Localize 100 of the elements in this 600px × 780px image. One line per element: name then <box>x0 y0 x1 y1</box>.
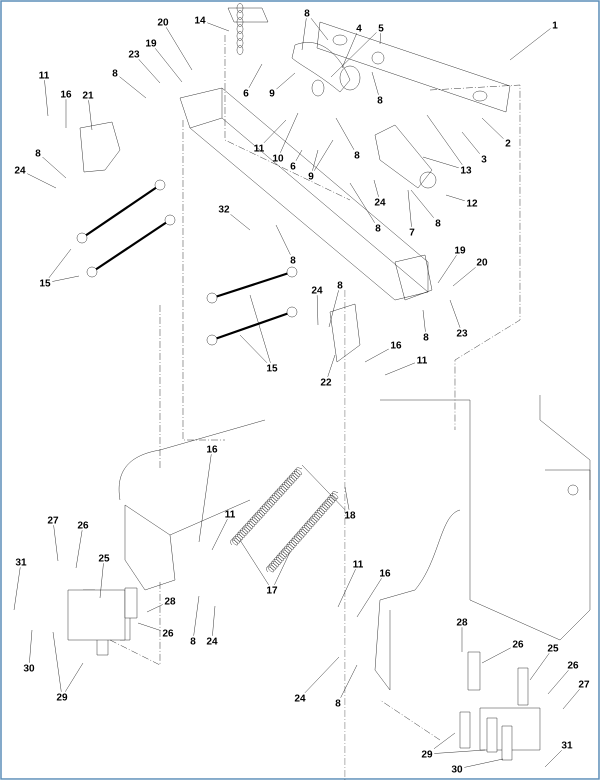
leader-line <box>562 689 580 710</box>
callout-number: 22 <box>320 378 332 386</box>
callout-number: 20 <box>158 18 168 26</box>
leader-line <box>544 750 562 768</box>
leader-line <box>548 670 569 694</box>
callout-number: 2 <box>506 140 510 146</box>
leader-line <box>350 182 375 223</box>
leader-line <box>510 28 551 60</box>
callout-number: 8 <box>336 699 340 707</box>
callout-number: 31 <box>562 741 572 749</box>
callout-number: 16 <box>61 90 72 98</box>
leader-line <box>482 648 511 664</box>
leader-line <box>530 653 550 680</box>
callout-number: 8 <box>36 149 40 157</box>
leader-line <box>274 552 290 586</box>
leader-line <box>100 563 104 598</box>
leader-line <box>384 362 416 376</box>
callout-number: 16 <box>207 445 218 453</box>
leader-line <box>408 190 412 228</box>
leader-line <box>52 276 80 282</box>
callout-number: 29 <box>422 750 432 758</box>
callout-number: 5 <box>378 24 384 32</box>
callout-number: 3 <box>481 155 486 163</box>
callout-number: 13 <box>461 166 472 174</box>
callout-number: 28 <box>164 597 176 605</box>
leader-line <box>53 525 58 562</box>
callout-number: 24 <box>294 694 306 702</box>
leader-line <box>212 606 216 636</box>
leader-line <box>154 48 182 82</box>
leader-line <box>336 118 354 150</box>
leader-line <box>14 567 20 610</box>
callout-number: 11 <box>254 144 264 152</box>
callout-number: 8 <box>338 281 342 289</box>
leader-line <box>119 76 146 98</box>
callout-number: 27 <box>48 516 58 524</box>
callout-number: 8 <box>436 219 440 227</box>
callout-number: 8 <box>290 256 296 264</box>
leader-line <box>328 290 339 328</box>
callout-number: 8 <box>424 333 428 341</box>
leader-line <box>452 267 476 286</box>
callout-number: 27 <box>578 680 590 688</box>
leader-line <box>276 72 296 90</box>
callout-number: 8 <box>190 637 196 645</box>
leader-line <box>464 758 504 768</box>
callout-number: 24 <box>312 286 322 294</box>
callout-number: 25 <box>548 644 558 652</box>
callout-number: 11 <box>225 510 235 518</box>
leader-line <box>138 59 160 84</box>
callout-number: 14 <box>195 16 206 24</box>
leader-line <box>240 334 268 364</box>
leader-line <box>434 732 456 749</box>
callout-number: 19 <box>455 246 466 254</box>
leader-line <box>138 622 161 631</box>
callout-number: 11 <box>353 560 363 568</box>
leader-line <box>312 150 318 171</box>
callout-number: 18 <box>345 511 356 519</box>
leader-line <box>166 27 192 70</box>
leader-line <box>422 156 459 168</box>
callout-number: 16 <box>380 569 390 577</box>
leader-line <box>422 310 426 332</box>
leader-line <box>276 224 291 255</box>
callout-number: 26 <box>162 629 174 637</box>
leader-line <box>280 112 298 153</box>
leader-line <box>310 18 328 40</box>
callout-number: 23 <box>128 50 140 58</box>
leader-line <box>328 354 336 378</box>
leader-line <box>240 540 269 586</box>
callout-number: 1 <box>552 22 558 28</box>
leader-line <box>338 568 356 608</box>
callout-number: 31 <box>16 558 26 566</box>
callout-number: 26 <box>78 521 88 529</box>
callout-number: 4 <box>356 24 362 32</box>
leader-line <box>52 632 62 692</box>
callout-number: 28 <box>456 618 468 626</box>
leader-line <box>29 630 32 663</box>
leader-line <box>250 294 271 364</box>
callout-number: 8 <box>378 96 382 104</box>
leader-line <box>76 530 82 568</box>
callout-number: 26 <box>512 640 524 648</box>
callout-number: 19 <box>146 39 156 47</box>
leader-line <box>314 140 334 171</box>
callout-number: 21 <box>82 92 94 98</box>
leader-line <box>438 255 457 284</box>
leader-line <box>296 150 302 161</box>
leader-line <box>340 664 358 698</box>
leader-line <box>482 118 504 139</box>
callout-number: 24 <box>374 198 386 206</box>
leader-line <box>304 656 340 693</box>
callout-number: 26 <box>568 661 578 669</box>
callout-number: 6 <box>290 162 296 170</box>
leader-line <box>264 120 286 144</box>
callout-number: 17 <box>267 586 278 594</box>
leader-line <box>198 454 212 542</box>
leader-line <box>207 22 230 32</box>
callout-number: 24 <box>206 638 218 644</box>
callout-number: 8 <box>112 69 118 77</box>
leader-line <box>212 518 228 550</box>
callout-number: 12 <box>467 200 478 206</box>
callout-number: 24 <box>14 166 26 174</box>
callout-number: 23 <box>456 329 468 337</box>
